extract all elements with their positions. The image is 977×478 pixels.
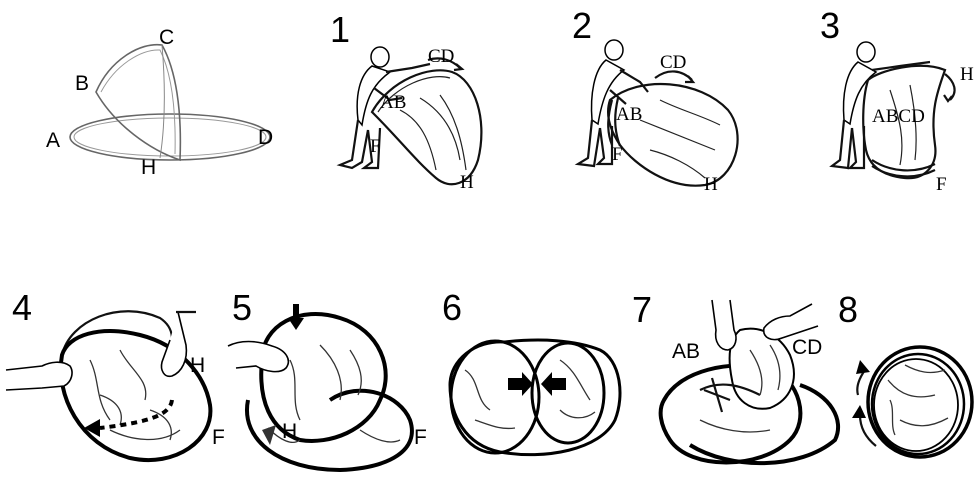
step-number: 7 xyxy=(632,289,652,330)
label-ab: AB xyxy=(672,340,700,363)
step-2: 2 CD AB F H xyxy=(572,5,738,195)
label-h: H xyxy=(141,156,156,179)
step-number: 8 xyxy=(838,289,858,330)
label-f: F xyxy=(414,426,427,449)
label-b: B xyxy=(75,72,89,95)
label-c: C xyxy=(159,26,174,49)
step-6: 6 xyxy=(442,287,620,455)
label-ab: AB xyxy=(380,92,406,113)
step-8: 8 xyxy=(838,289,972,457)
label-h: H xyxy=(960,64,974,85)
label-h: H xyxy=(704,174,718,195)
label-ab: AB xyxy=(616,104,642,125)
label-f: F xyxy=(212,426,225,449)
step-number: 1 xyxy=(330,9,350,50)
label-d: D xyxy=(258,126,273,149)
step-number: 3 xyxy=(820,5,840,46)
step-3: 3 H ABCD F xyxy=(820,5,974,195)
label-cd: CD xyxy=(792,336,822,359)
step-7: 7 AB CD xyxy=(632,289,838,463)
step-number: 2 xyxy=(572,5,592,46)
label-abcd: ABCD xyxy=(872,106,925,127)
person-figure xyxy=(832,42,930,168)
step-number: 6 xyxy=(442,287,462,328)
label-h: H xyxy=(282,420,297,443)
label-f: F xyxy=(936,174,947,195)
label-f: F xyxy=(612,144,623,165)
step-number: 4 xyxy=(12,287,32,328)
step-1: 1 CD AB F H xyxy=(330,9,481,193)
label-a: A xyxy=(46,129,60,152)
label-cd: CD xyxy=(428,46,454,67)
step-4: 4 H F xyxy=(6,287,225,460)
label-f: F xyxy=(370,136,381,157)
label-h: H xyxy=(460,172,474,193)
step-number: 5 xyxy=(232,287,252,328)
reference-tent: B C A D H xyxy=(46,26,273,179)
label-h: H xyxy=(190,354,205,377)
label-cd: CD xyxy=(660,52,686,73)
step-5: 5 H F xyxy=(228,287,427,470)
